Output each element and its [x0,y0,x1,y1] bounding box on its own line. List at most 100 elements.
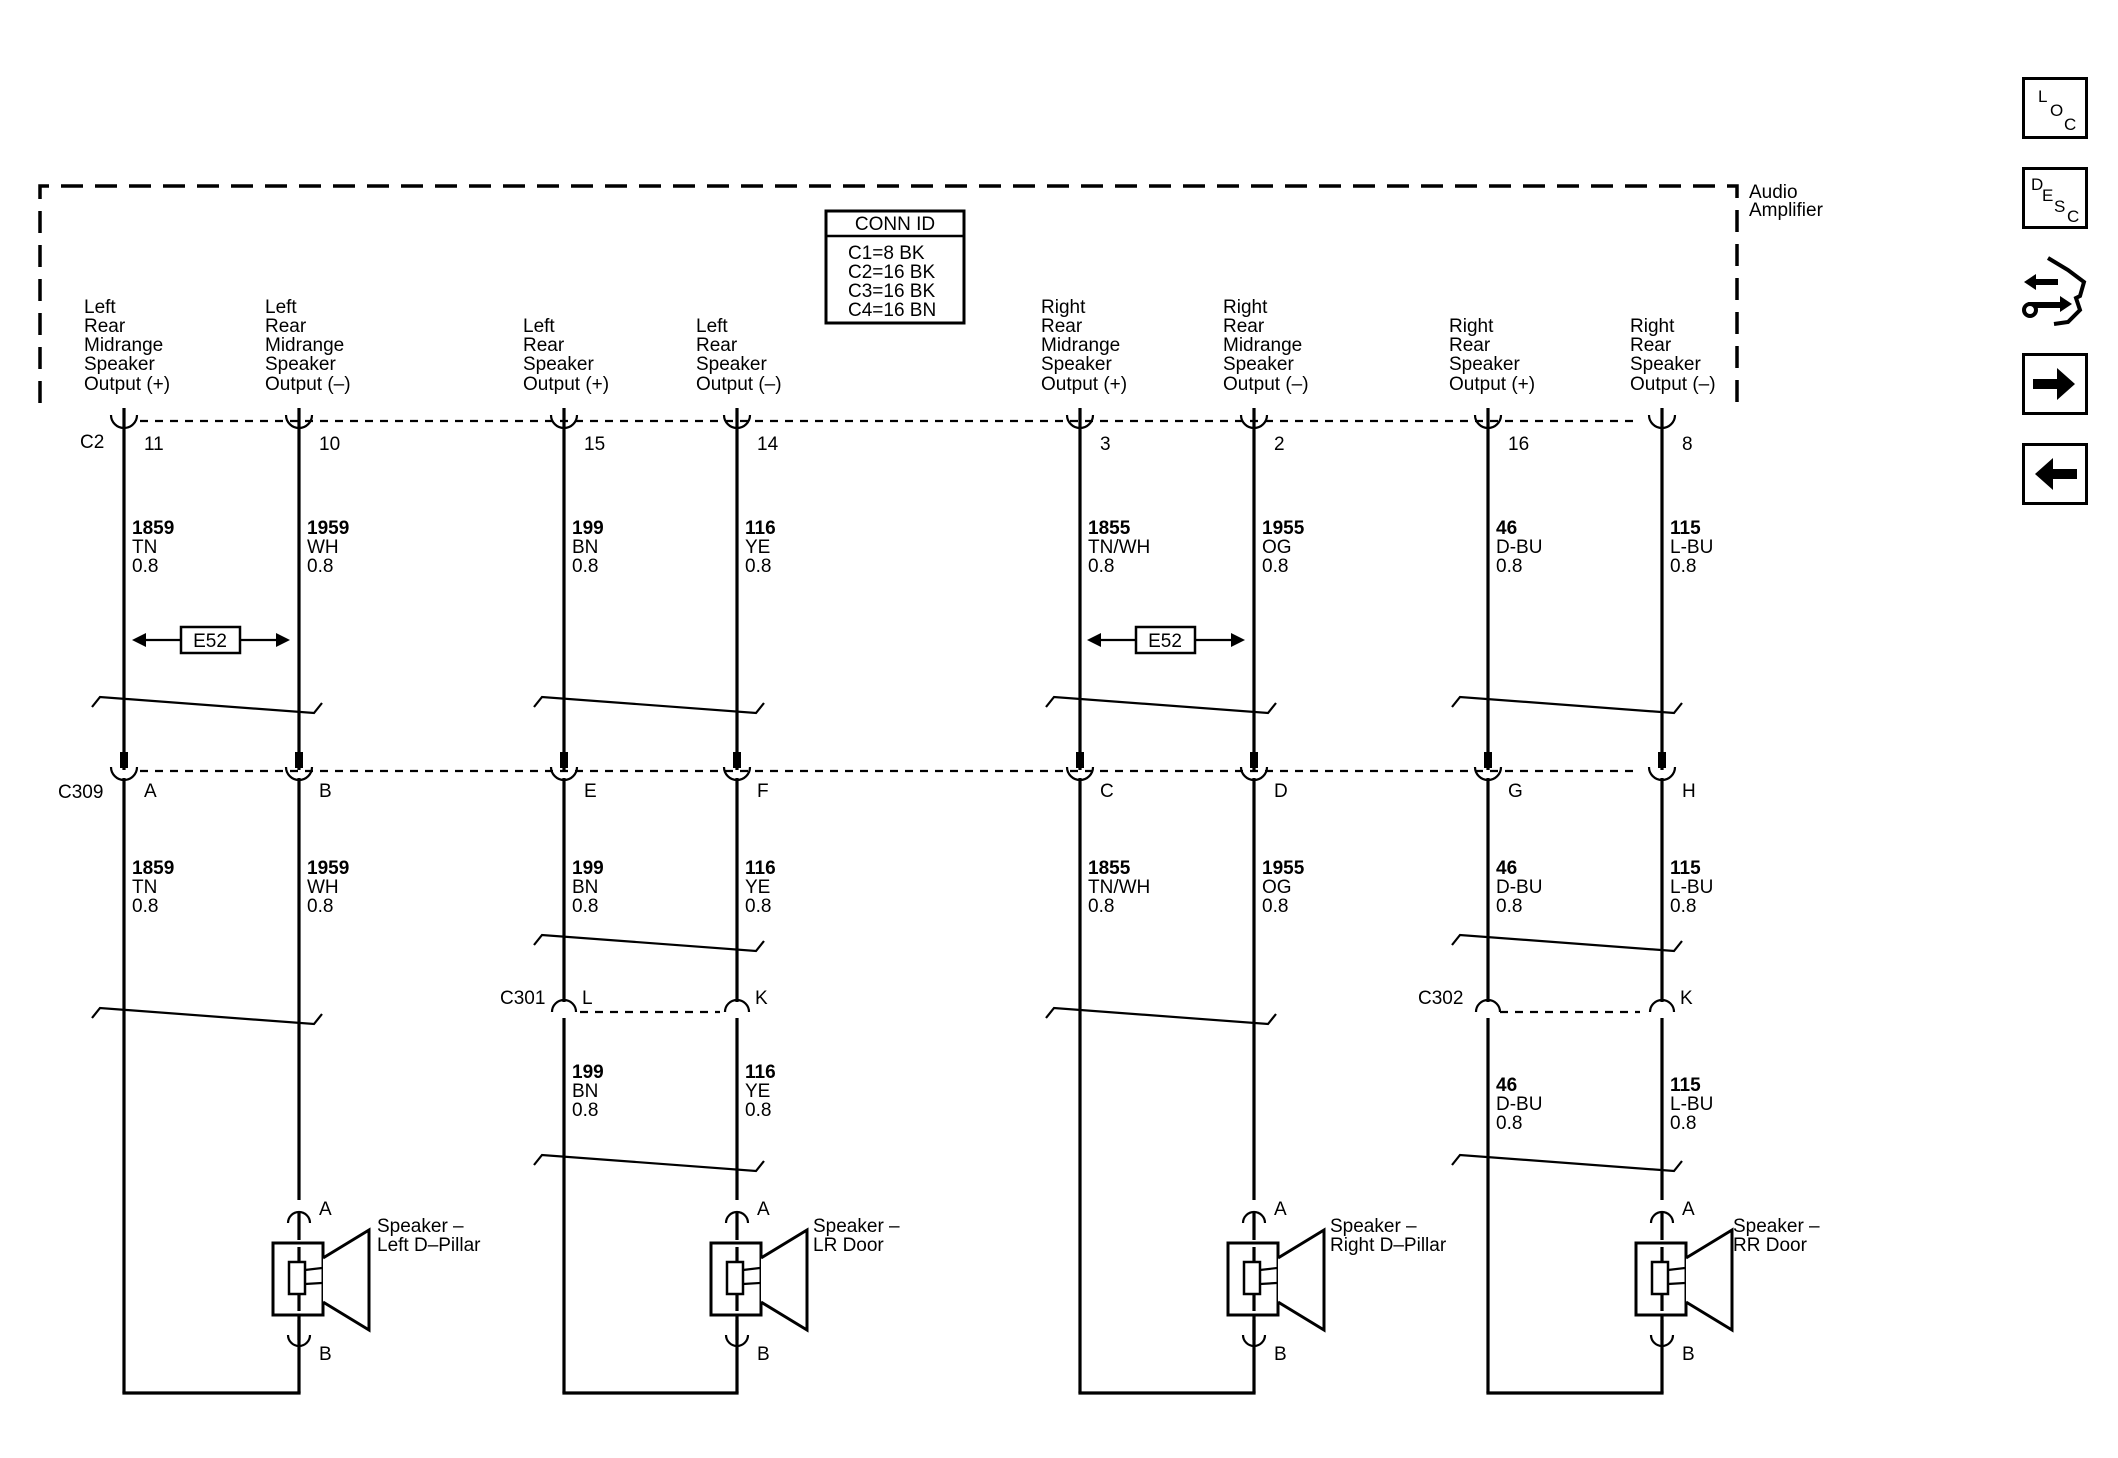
desc-letter: C [2067,207,2079,226]
wire-gauge: 0.8 [1262,896,1288,917]
wire-color: TN [132,877,157,898]
schematic-connector-icon[interactable] [2018,252,2090,332]
svg-text:Speaker: Speaker [1041,354,1112,375]
output-label: Left Rear Speaker Output (+) [523,316,609,395]
output-label: Right Rear Midrange Speaker Output (–) [1223,297,1309,395]
c2-terminal [722,414,752,430]
wire-gauge: 0.8 [1496,1113,1522,1134]
wire-number: 116 [745,518,776,539]
inline-terminal [1474,998,1502,1013]
speaker-coil [287,1260,307,1296]
wire-gauge: 0.8 [132,556,158,577]
speaker-cone [760,1227,809,1333]
speaker-pin-label: B [1274,1344,1287,1365]
wire-color: D-BU [1496,537,1542,558]
desc-letter: E [2042,186,2053,205]
c309-pin-label: B [319,781,332,802]
wire-color: WH [307,537,339,558]
svg-text:Rear: Rear [1449,335,1491,356]
wire-number: 199 [572,858,604,879]
wire-gauge: 0.8 [1088,556,1114,577]
svg-text:Midrange: Midrange [84,335,163,356]
c2-terminal [109,414,139,430]
svg-text:Output (+): Output (+) [523,374,609,395]
c309-pin-label: E [584,781,597,802]
speaker-cone [1277,1227,1326,1333]
wire-color: YE [745,537,770,558]
wire-color: OG [1262,877,1292,898]
wire-number: 1859 [132,518,174,539]
c2-pin-label: 16 [1508,434,1529,455]
svg-text:Right: Right [1449,316,1494,337]
desc-letter: D [2031,175,2043,194]
svg-text:Rear: Rear [84,316,126,337]
c302-connector-label: C302 [1418,988,1463,1009]
wire-gauge: 0.8 [745,1100,771,1121]
inline-pin-label: K [1680,988,1693,1009]
svg-text:Speaker: Speaker [1223,354,1294,375]
c301-connector-label: C301 [500,988,545,1009]
wire-color: YE [745,1081,770,1102]
wire-number: 46 [1496,858,1517,879]
wire-gauge: 0.8 [307,556,333,577]
wire-gauge: 0.8 [1670,556,1696,577]
inline-terminal [1648,998,1676,1013]
output-label: Right Rear Speaker Output (+) [1449,316,1535,395]
svg-text:Speaker: Speaker [265,354,336,375]
wire-number: 116 [745,858,776,879]
c309-pin-label: C [1100,781,1114,802]
wire-gauge: 0.8 [307,896,333,917]
wire-color: TN [132,537,157,558]
c309-terminal-male [1484,752,1492,768]
wire-color: TN/WH [1088,877,1150,898]
svg-text:Output (+): Output (+) [84,374,170,395]
svg-text:Left: Left [696,316,728,337]
c309-pin-label: A [144,781,157,802]
c2-terminal [1239,414,1269,430]
c309-terminal-male [1076,752,1084,768]
wire-color: L-BU [1670,1094,1713,1115]
c2-terminal [1473,414,1503,430]
speaker-coil [725,1260,745,1296]
speaker-pin-label: A [757,1199,770,1220]
c309-terminal-male [295,752,303,768]
speaker-pin-label: A [1274,1199,1287,1220]
loc-letter: O [2050,101,2063,120]
speaker-name: Right D–Pillar [1330,1235,1447,1256]
c309-connector-label: C309 [58,782,103,803]
svg-text:Output (–): Output (–) [696,374,782,395]
wire-callouts: 1859TN0.81859TN0.81959WH0.81959WH0.8199B… [132,518,1713,1134]
svg-text:Midrange: Midrange [1223,335,1302,356]
wire-gauge: 0.8 [572,1100,598,1121]
wire-number: 199 [572,1062,604,1083]
speaker-name: RR Door [1733,1235,1808,1256]
c2-pin-label: 2 [1274,434,1285,455]
previous-page-button[interactable] [2022,443,2088,505]
svg-text:Midrange: Midrange [1041,335,1120,356]
speaker-pin-label: B [319,1344,332,1365]
wire-color: BN [572,537,598,558]
conn-id-row: C1=8 BK [848,243,925,264]
c309-terminal-male [1250,752,1258,768]
output-label: Right Rear Speaker Output (–) [1630,316,1716,395]
speaker-name: Left D–Pillar [377,1235,481,1256]
e52-label: E52 [1148,631,1182,652]
inline-pin-label: K [755,988,768,1009]
wire-number: 115 [1670,518,1701,539]
amplifier-outline [38,184,1739,403]
svg-text:Right: Right [1630,316,1675,337]
speaker-coil [1650,1260,1670,1296]
svg-text:Rear: Rear [696,335,738,356]
next-page-button[interactable] [2022,353,2088,415]
description-button[interactable]: D E S C [2022,167,2088,229]
wire-gauge: 0.8 [572,556,598,577]
speaker-name: Speaker – [377,1216,464,1237]
loc-letter: L [2038,87,2047,106]
output-label: Left Rear Midrange Speaker Output (+) [84,297,170,395]
conn-id-table: CONN ID C1=8 BK C2=16 BK C3=16 BK C4=16 … [824,209,966,325]
location-button[interactable]: L O C [2022,77,2088,139]
wire-number: 115 [1670,858,1701,879]
c309-terminal-male [1658,752,1666,768]
wire-gauge: 0.8 [745,896,771,917]
c2-terminal [1647,414,1677,430]
